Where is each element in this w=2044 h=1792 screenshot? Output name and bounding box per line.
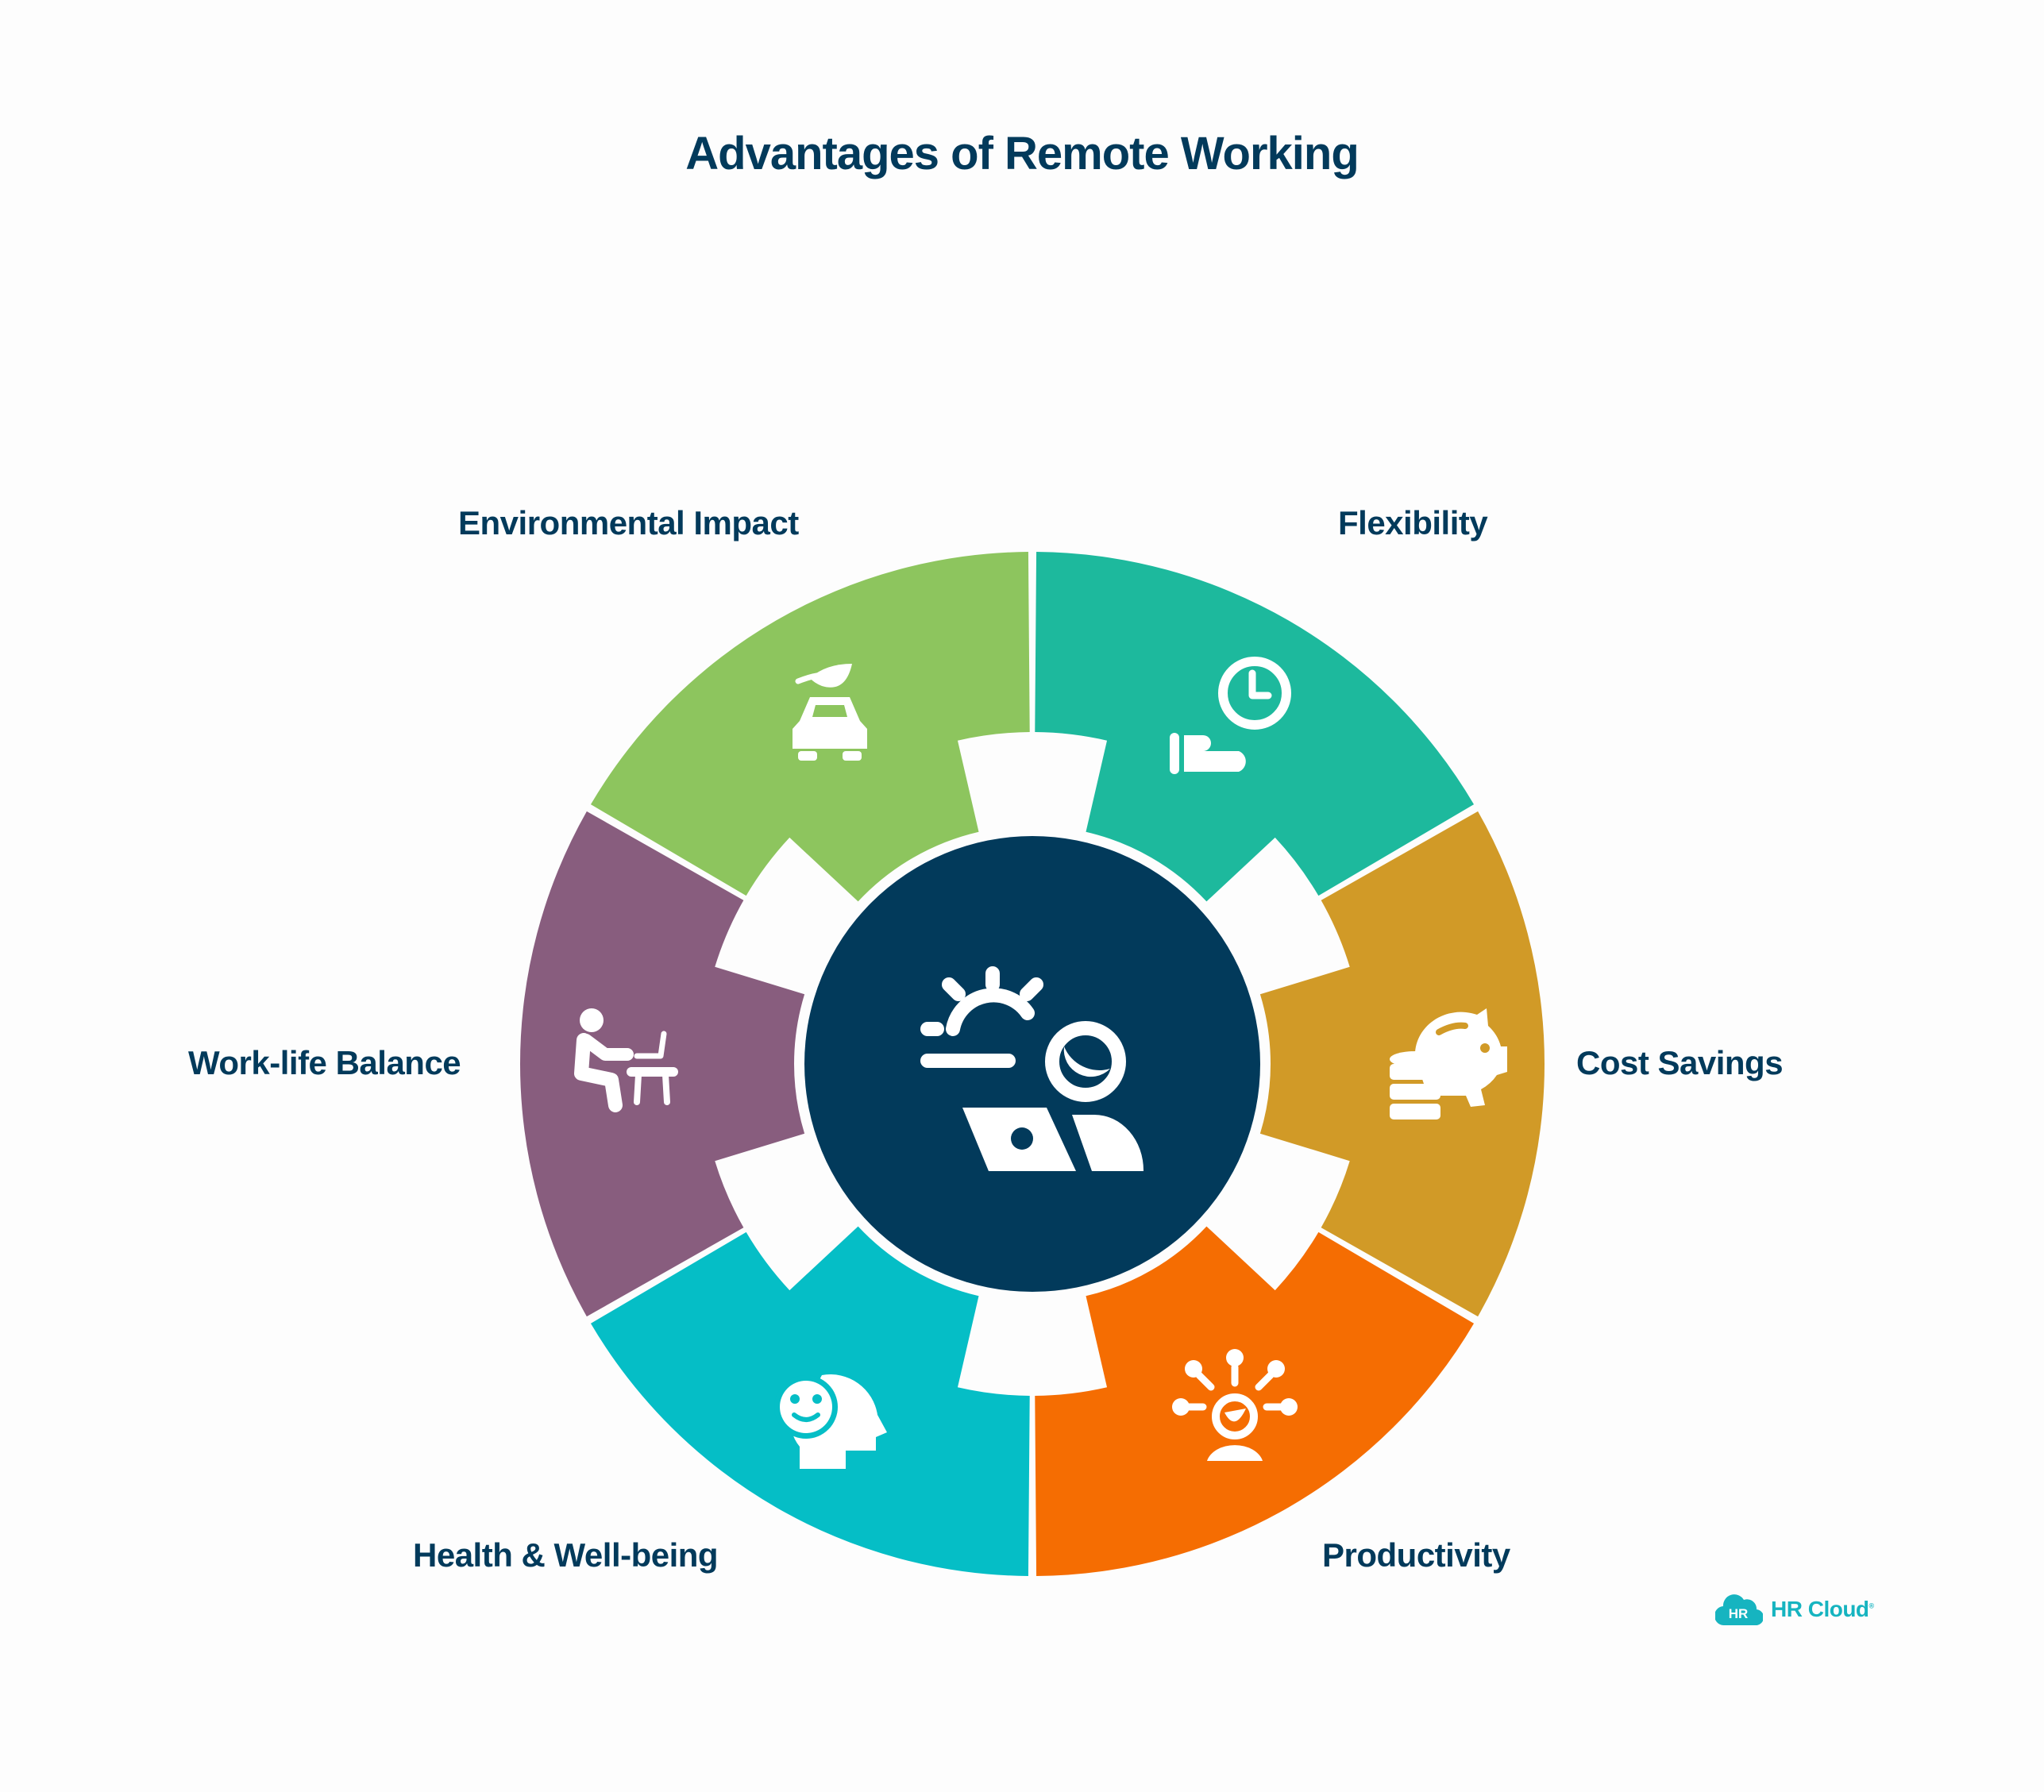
segment-work-life-balance — [520, 811, 805, 1317]
registered-mark: ® — [1869, 1601, 1875, 1610]
diagram-title: Advantages of Remote Working — [685, 128, 1359, 179]
center-disc — [804, 836, 1260, 1292]
label-productivity: Productivity — [1322, 1536, 1510, 1574]
logo-badge-text: HR — [1729, 1606, 1749, 1621]
remote-worker-sunrise-laptop-icon — [920, 966, 1144, 1171]
logo-text: HR Cloud® — [1771, 1597, 1874, 1622]
label-environmental-impact: Environmental Impact — [458, 504, 799, 541]
person-ideas-network-icon — [1172, 1349, 1298, 1461]
label-work-life-balance: Work-life Balance — [188, 1044, 461, 1081]
segment-productivity — [1035, 1226, 1475, 1576]
head-smiley-icon — [774, 1374, 887, 1469]
hr-cloud-logo: HR HR Cloud® — [1715, 1592, 1874, 1627]
piggy-bank-coins-icon — [1390, 1008, 1507, 1120]
label-health-well-being: Health & Well-being — [413, 1536, 719, 1574]
label-flexibility: Flexibility — [1338, 504, 1488, 541]
logo-name: HR Cloud — [1771, 1597, 1869, 1621]
label-cost-savings: Cost Savings — [1576, 1044, 1784, 1081]
person-at-desk-laptop-icon — [574, 1008, 678, 1112]
cloud-badge-icon: HR — [1715, 1594, 1763, 1626]
eco-car-leaf-icon — [793, 664, 867, 761]
hand-clock-icon — [1170, 657, 1291, 774]
